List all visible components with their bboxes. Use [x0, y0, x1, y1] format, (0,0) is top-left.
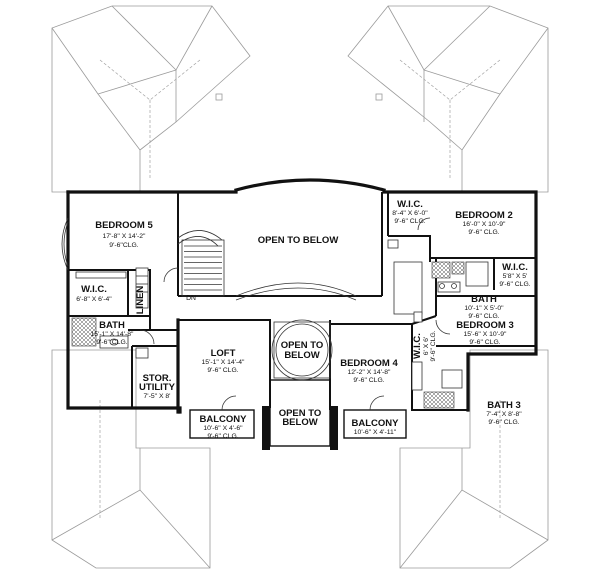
bedroom5-dims: 17'-8" X 14'-2" [103, 233, 147, 240]
bath3-name: BATH 3 [487, 400, 521, 411]
bedroom2-clg: 9'-6" CLG. [468, 229, 499, 236]
bedroom2-dims: 16'-0" X 10'-9" [463, 221, 507, 228]
bath-mid-name: BATH [471, 294, 497, 305]
wic3-dims: 6' X 6' [423, 337, 430, 355]
open-well-arches [235, 282, 357, 381]
bath5-dims: 15'-1" X 14'-8" [91, 331, 135, 338]
linen-label: LINEN [135, 286, 146, 315]
bedroom4-name: BEDROOM 4 [340, 358, 398, 369]
roof-outline [51, 5, 549, 569]
balcony-left-name: BALCONY [200, 414, 248, 425]
bath3-clg: 9'-6" CLG. [488, 419, 519, 426]
wic-small-clg: 9'-6" CLG. [499, 281, 530, 288]
open-low-line1: OPEN TO [279, 408, 322, 419]
dn-label: DN [186, 295, 196, 302]
stair [177, 230, 225, 297]
open-low-line2: BELOW [282, 417, 317, 428]
wic3-clg: 9'-6" CLG. [430, 330, 437, 361]
bath-mid-clg: 9'-6" CLG. [468, 313, 499, 320]
loft-dims: 15'-1" X 14'-4" [202, 359, 246, 366]
balcony-right-dims: 10'-6" X 4'-11" [354, 429, 397, 436]
bedroom3-clg: 9'-6" CLG. [469, 339, 500, 346]
balcony-left-clg: 9'-6" CLG. [207, 433, 238, 440]
bedroom2-name: BEDROOM 2 [455, 210, 513, 221]
bedroom4-clg: 9'-6" CLG. [353, 377, 384, 384]
wic5-dims: 6'-8" X 6'-4" [76, 296, 112, 303]
bedroom3-dims: 15'-6" X 10'-9" [464, 331, 508, 338]
fixtures [61, 217, 489, 411]
stor-dims: 7'-5" X 8' [144, 393, 171, 400]
open-main-label: OPEN TO BELOW [258, 235, 339, 246]
loft-clg: 9'-6" CLG. [207, 367, 238, 374]
wic2-clg: 9'-6" CLG. [394, 218, 425, 225]
open-mid-line2: BELOW [284, 350, 319, 361]
wic2-name: W.I.C. [397, 199, 423, 210]
bedroom4-dims: 12'-2" X 14'-8" [348, 369, 392, 376]
bath5-name: BATH [99, 320, 125, 331]
bedroom5-clg: 9'-6"CLG. [109, 242, 139, 249]
stor-name: STOR. [143, 373, 172, 384]
bath5-clg: 9'-6" CLG. [96, 339, 127, 346]
room-labels: BEDROOM 5 17'-8" X 14'-2" 9'-6"CLG. W.I.… [76, 199, 530, 440]
bedroom3-name: BEDROOM 3 [456, 320, 514, 331]
wic2-dims: 8'-4" X 6'-0" [392, 210, 428, 217]
balcony-left-dims: 10'-6" X 4'-6" [203, 425, 243, 432]
wic5-name: W.I.C. [81, 284, 107, 295]
wic-small-name: W.I.C. [502, 262, 528, 273]
bath3-dims: 7'-4" X 8'-8" [486, 411, 522, 418]
stor-name2: UTILITY [139, 382, 176, 393]
loft-name: LOFT [211, 348, 236, 359]
open-mid-line1: OPEN TO [281, 340, 324, 351]
bath-mid-dims: 10'-1" X 5'-0" [464, 305, 504, 312]
bedroom5-name: BEDROOM 5 [95, 220, 153, 231]
balcony-right-name: BALCONY [352, 418, 400, 429]
wic3-name: W.I.C. [412, 333, 423, 359]
wic-small-dims: 5'8" X 5' [503, 273, 528, 280]
